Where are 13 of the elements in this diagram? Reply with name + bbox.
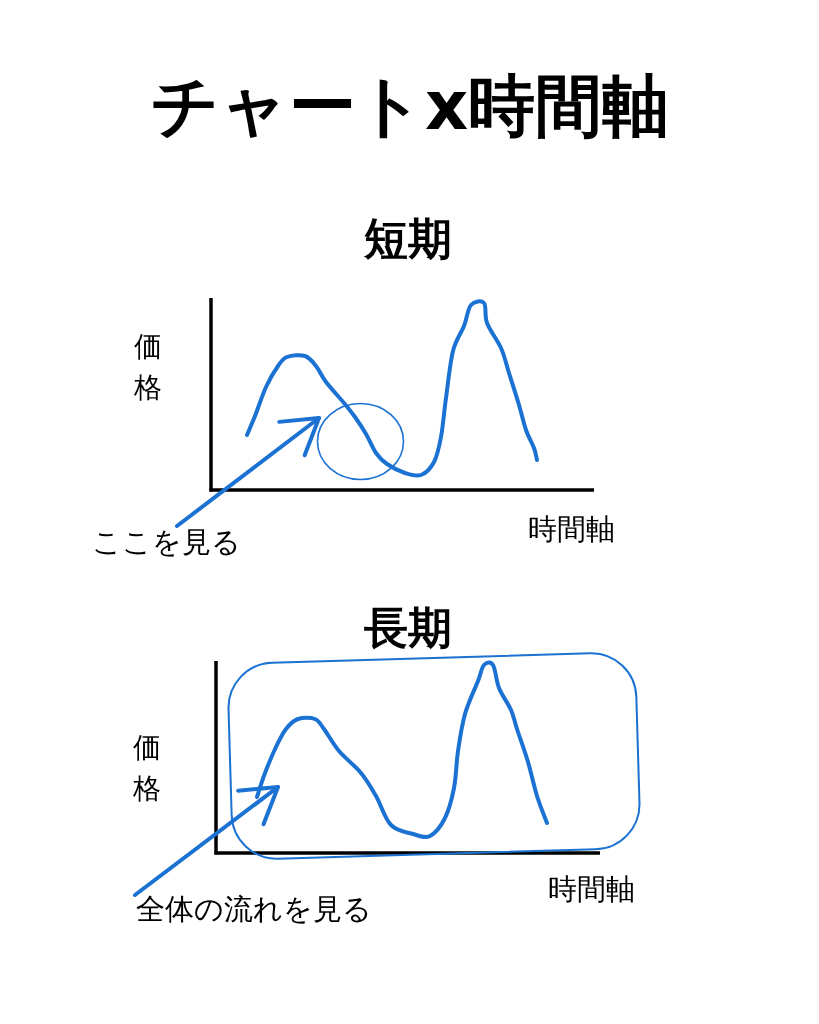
chart-heading: 短期 bbox=[364, 214, 452, 265]
page-title: チャートx時間軸 bbox=[150, 68, 670, 146]
callout-text: ここを見る bbox=[92, 526, 241, 560]
axis-label: 時間軸 bbox=[548, 873, 635, 907]
leader-arrow bbox=[133, 785, 280, 897]
leader-arrow bbox=[175, 416, 321, 528]
callout-text: 全体の流れを見る bbox=[136, 893, 372, 927]
axis-label: 価格 bbox=[134, 329, 163, 406]
axis-label: 時間軸 bbox=[528, 513, 615, 547]
highlight-circle bbox=[316, 402, 405, 481]
highlight-box bbox=[226, 650, 642, 862]
chart-heading: 長期 bbox=[364, 603, 452, 654]
axis-label: 価格 bbox=[133, 730, 162, 807]
